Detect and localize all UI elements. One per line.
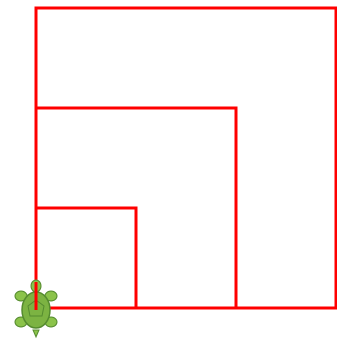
- square-3: [36, 8, 336, 308]
- turtle-icon: [15, 280, 57, 337]
- turtle-tail: [33, 330, 39, 337]
- squares-group: [36, 8, 336, 308]
